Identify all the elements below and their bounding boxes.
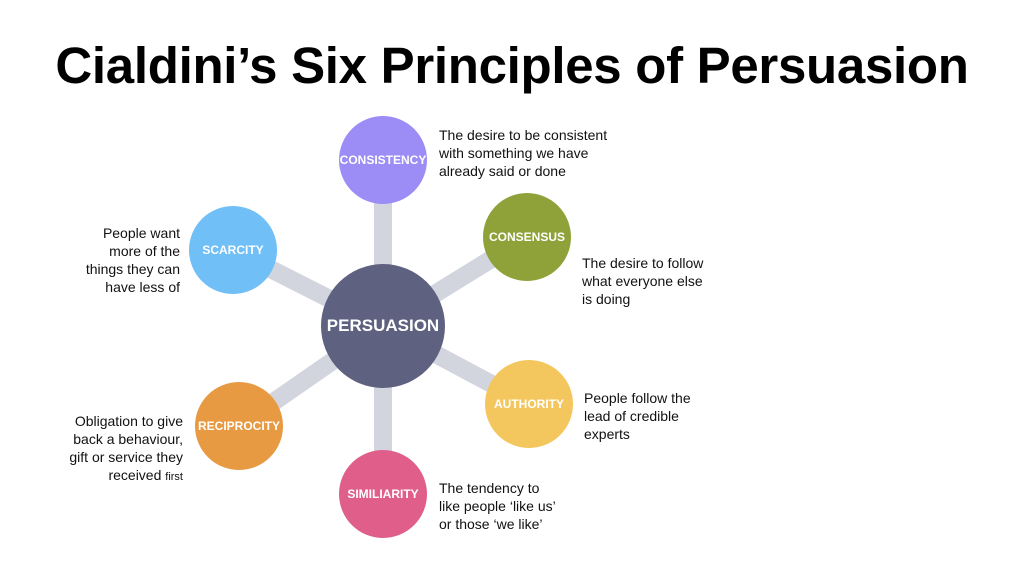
desc-line-text: received bbox=[108, 467, 162, 483]
desc-line: gift or service they bbox=[69, 449, 183, 465]
desc-line: People follow the bbox=[584, 390, 691, 406]
desc-line: with something we have bbox=[439, 145, 589, 161]
desc-reciprocity: Obligation to give back a behaviour, gif… bbox=[40, 412, 183, 486]
desc-line: is doing bbox=[582, 291, 631, 307]
desc-line: things they can bbox=[85, 261, 180, 277]
desc-similiarity: The tendency to like people ‘like us’ or… bbox=[439, 479, 556, 533]
desc-line: experts bbox=[584, 426, 630, 442]
desc-line: have less of bbox=[105, 279, 180, 295]
node-consistency: CONSISTENCY bbox=[339, 116, 427, 204]
node-similiarity: SIMILIARITY bbox=[339, 450, 427, 538]
node-authority: AUTHORITY bbox=[485, 360, 573, 448]
node-scarcity: SCARCITY bbox=[189, 206, 277, 294]
desc-line: lead of credible bbox=[584, 408, 679, 424]
hub-persuasion: PERSUASION bbox=[321, 264, 445, 388]
node-reciprocity: RECIPROCITY bbox=[195, 382, 283, 470]
desc-line: like people ‘like us’ bbox=[439, 498, 556, 514]
desc-line-small: first bbox=[165, 471, 183, 483]
desc-consensus: The desire to follow what everyone else … bbox=[582, 254, 703, 308]
desc-line: already said or done bbox=[439, 163, 566, 179]
desc-authority: People follow the lead of credible exper… bbox=[584, 389, 691, 443]
desc-line: People want bbox=[102, 225, 180, 241]
desc-line: The desire to follow bbox=[582, 255, 704, 271]
desc-line: what everyone else bbox=[582, 273, 703, 289]
desc-consistency: The desire to be consistent with somethi… bbox=[439, 126, 607, 180]
node-consensus: CONSENSUS bbox=[483, 193, 571, 281]
desc-line: received first bbox=[40, 466, 183, 486]
desc-scarcity: People want more of the things they can … bbox=[30, 224, 180, 296]
desc-line: back a behaviour, bbox=[73, 431, 183, 447]
page-title: Cialdini’s Six Principles of Persuasion bbox=[55, 37, 969, 94]
desc-line: or those ‘we like’ bbox=[439, 516, 543, 532]
desc-line: The desire to be consistent bbox=[439, 127, 608, 143]
desc-line: more of the bbox=[109, 243, 180, 259]
desc-line: The tendency to bbox=[439, 480, 540, 496]
desc-line: Obligation to give bbox=[74, 413, 183, 429]
